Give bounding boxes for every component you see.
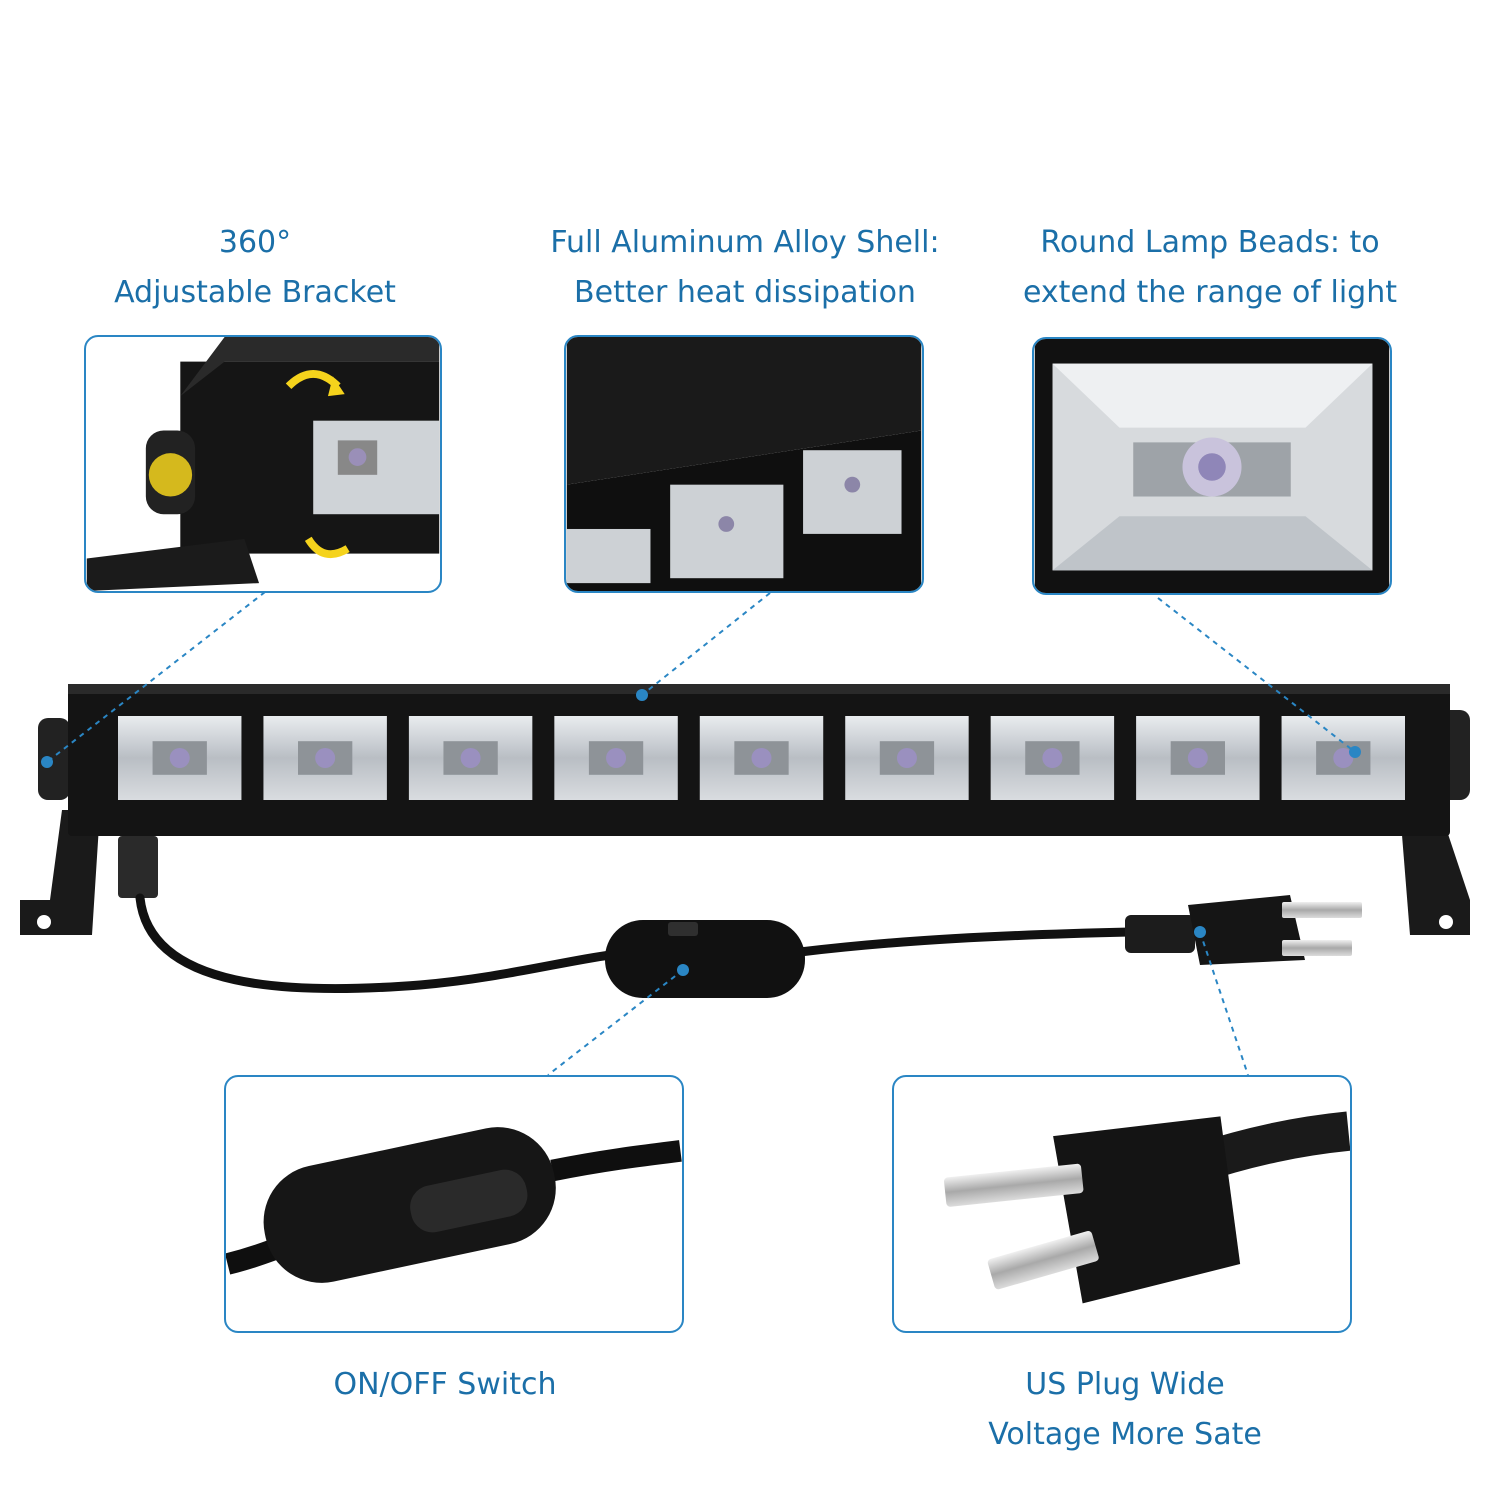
- caption-plug-line1: US Plug Wide: [1025, 1367, 1225, 1402]
- us-plug: [1125, 895, 1362, 965]
- caption-bracket-line2: Adjustable Bracket: [114, 275, 396, 310]
- caption-beads-line1: Round Lamp Beads: to: [1040, 225, 1380, 260]
- caption-plug-line2: Voltage More Sate: [988, 1417, 1262, 1452]
- lamp-bead: [554, 716, 678, 800]
- lamp-bead: [1136, 716, 1260, 800]
- mounting-feet: [20, 810, 1470, 935]
- caption-shell-line2: Better heat dissipation: [574, 275, 916, 310]
- leader-lines: [46, 591, 1356, 1076]
- lamp-bead: [263, 716, 387, 800]
- left-knob: [38, 718, 70, 800]
- panel-plug-detail: [892, 1075, 1352, 1333]
- panel-beads-detail: [1032, 337, 1392, 595]
- caption-switch: ON/OFF Switch: [280, 1360, 610, 1410]
- panel-bracket-detail: [84, 335, 442, 593]
- caption-shell: Full Aluminum Alloy Shell: Better heat d…: [510, 218, 980, 318]
- caption-switch-line1: ON/OFF Switch: [333, 1367, 557, 1402]
- lamp-beads: [118, 716, 1405, 800]
- inline-switch: [605, 920, 805, 998]
- caption-shell-line1: Full Aluminum Alloy Shell:: [550, 225, 940, 260]
- lamp-bead: [990, 716, 1115, 800]
- lamp-bead: [699, 716, 824, 800]
- lamp-bead: [408, 716, 533, 800]
- caption-beads: Round Lamp Beads: to extend the range of…: [1010, 218, 1410, 318]
- caption-plug: US Plug Wide Voltage More Sate: [960, 1360, 1290, 1460]
- panel-switch-detail: [224, 1075, 684, 1333]
- panel-shell-detail: [564, 335, 924, 593]
- caption-beads-line2: extend the range of light: [1023, 275, 1397, 310]
- caption-bracket: 360° Adjustable Bracket: [80, 218, 430, 318]
- lamp-bead: [1281, 716, 1405, 800]
- lamp-bead: [845, 716, 969, 800]
- cable-gland: [118, 836, 158, 898]
- lamp-bead: [118, 716, 242, 800]
- caption-bracket-line1: 360°: [218, 225, 292, 260]
- power-cord: [135, 893, 1135, 994]
